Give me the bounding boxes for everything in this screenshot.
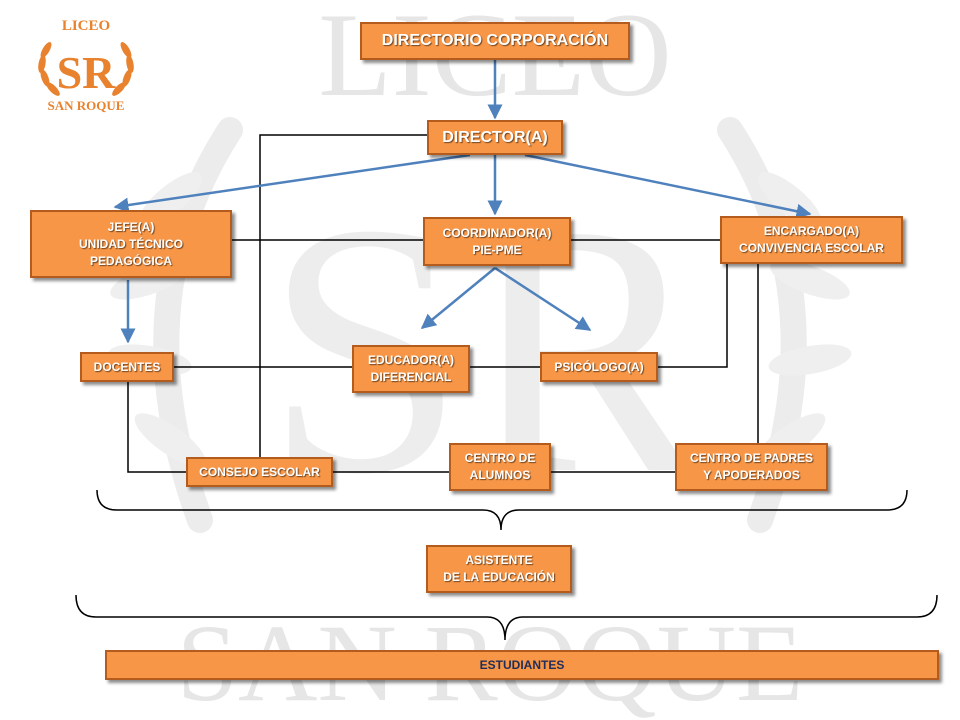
arrow-coordinador-educador: [420, 267, 496, 329]
brace-upper: [96, 489, 908, 531]
node-director: DIRECTOR(A): [427, 120, 563, 155]
link-docentes-consejo: [127, 382, 186, 473]
logo-top-text: LICEO: [62, 18, 110, 34]
logo-bottom-text: SAN ROQUE: [48, 98, 125, 113]
arrow-director-jefe: [113, 153, 471, 213]
node-encargado-convivencia: ENCARGADO(A) CONVIVENCIA ESCOLAR: [720, 216, 903, 264]
node-asistente-educacion: ASISTENTE DE LA EDUCACIÓN: [426, 545, 572, 593]
school-logo: LICEO SR SAN ROQUE: [38, 18, 134, 113]
link-director-consejo: [259, 134, 427, 457]
logo-monogram: SR: [57, 47, 117, 98]
arrow-coordinador-psicologo: [494, 266, 592, 332]
node-coordinador-pie-pme: COORDINADOR(A) PIE-PME: [423, 217, 571, 266]
node-consejo-escolar: CONSEJO ESCOLAR: [186, 457, 333, 487]
node-estudiantes: ESTUDIANTES: [105, 650, 939, 680]
node-jefe-utp: JEFE(A) UNIDAD TÉCNICO PEDAGÓGICA: [30, 210, 232, 278]
node-psicologo: PSICÓLOGO(A): [540, 352, 658, 382]
node-centro-padres: CENTRO DE PADRES Y APODERADOS: [675, 443, 828, 491]
node-educador-diferencial: EDUCADOR(A) DIFERENCIAL: [352, 345, 470, 393]
node-docentes: DOCENTES: [80, 352, 174, 382]
arrow-director-encargado: [524, 153, 812, 219]
node-directorio-corporacion: DIRECTORIO CORPORACIÓN: [360, 22, 630, 60]
brace-lower: [75, 594, 938, 641]
link-psicologo-encargado: [658, 264, 728, 368]
node-centro-alumnos: CENTRO DE ALUMNOS: [449, 443, 551, 491]
